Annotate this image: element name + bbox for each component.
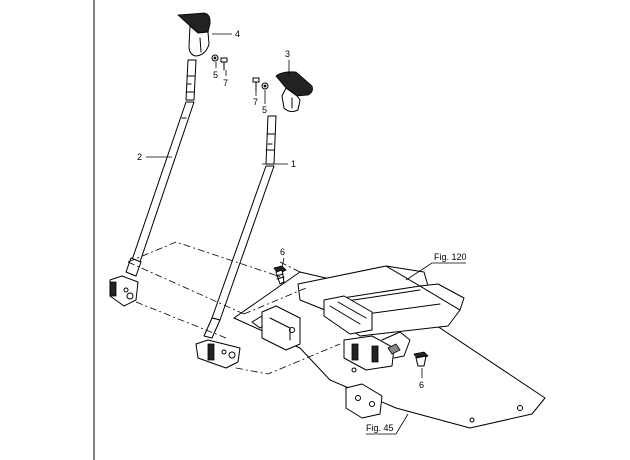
fig-ref-45: Fig. 45 [366, 413, 409, 435]
callout-7-right: 7 [253, 90, 258, 107]
bolt-6-upper [273, 265, 287, 285]
callout-2-label: 2 [137, 152, 142, 162]
callout-5-right: 5 [262, 90, 267, 115]
callout-6-upper-label: 6 [280, 247, 285, 257]
callout-1: 1 [262, 159, 296, 169]
callout-7-right-label: 7 [253, 97, 258, 107]
assembly-dash-lines [127, 241, 341, 375]
lever-1 [195, 71, 313, 369]
callout-5-left: 5 [213, 62, 218, 80]
callout-2: 2 [137, 152, 172, 162]
lever-2 [109, 12, 211, 307]
fig-ref-45-label: Fig. 45 [366, 423, 394, 433]
callout-6-lower-label: 6 [419, 380, 424, 390]
knob-4 [177, 12, 211, 57]
callout-3-label: 3 [285, 49, 290, 59]
callout-1-label: 1 [291, 159, 296, 169]
screw-7-left [220, 57, 228, 71]
knob-3 [275, 71, 313, 113]
callout-5-right-label: 5 [262, 105, 267, 115]
callout-7-left: 7 [223, 70, 228, 88]
callout-3: 3 [285, 49, 290, 74]
callout-6-upper: 6 [280, 247, 285, 268]
lower-block [345, 383, 383, 419]
fig-ref-120-label: Fig. 120 [434, 252, 467, 262]
bolt-6-lower [413, 351, 429, 367]
callout-4-label: 4 [235, 29, 240, 39]
screw-7-right [252, 77, 260, 91]
callout-6-lower: 6 [419, 368, 424, 390]
callout-7-left-label: 7 [223, 78, 228, 88]
callout-4: 4 [212, 29, 240, 39]
callout-5-left-label: 5 [213, 70, 218, 80]
fig-ref-120: Fig. 120 [405, 252, 467, 281]
pedal-assembly [297, 265, 465, 371]
washer-5-left [211, 54, 219, 62]
washer-5-right [261, 82, 269, 90]
